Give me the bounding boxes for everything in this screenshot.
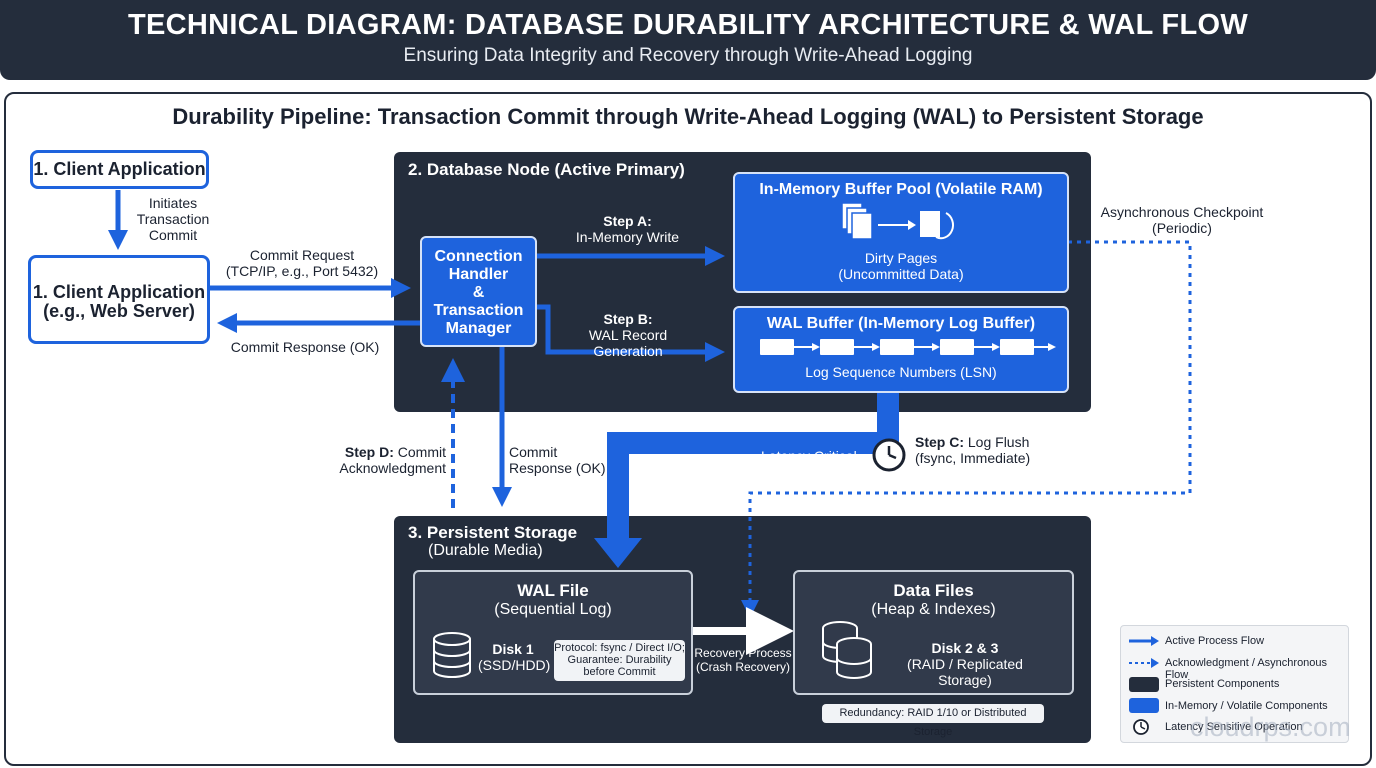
legend-active-flow: Active Process Flow bbox=[1165, 635, 1265, 647]
wal-buffer-box: WAL Buffer (In-Memory Log Buffer) Log Se… bbox=[733, 306, 1069, 393]
diagram-title: TECHNICAL DIAGRAM: DATABASE DURABILITY A… bbox=[127, 9, 1248, 41]
buffer-pool-box: In-Memory Buffer Pool (Volatile RAM) Dir… bbox=[733, 172, 1069, 293]
disk-2-3-label: Disk 2 & 3(RAID / Replicated Storage) bbox=[907, 640, 1023, 688]
async-checkpoint-label: Asynchronous Checkpoint(Periodic) bbox=[1100, 204, 1264, 236]
wal-file-title: WAL File bbox=[517, 581, 589, 600]
watermark: cloudrps.com bbox=[1190, 712, 1351, 742]
data-files-title: Data Files bbox=[893, 581, 974, 600]
legend-latency: Latency Sensitive Operation bbox=[1165, 721, 1303, 733]
lsn-label: Log Sequence Numbers (LSN) bbox=[805, 364, 997, 380]
pipeline-title: Durability Pipeline: Transaction Commit … bbox=[172, 104, 1204, 129]
legend: Active Process Flow Acknowledgment / Asy… bbox=[1120, 625, 1349, 743]
redundancy-note: Redundancy: RAID 1/10 or Distributed Sto… bbox=[822, 704, 1044, 738]
dirty-pages-label: Dirty Pages bbox=[864, 250, 938, 266]
client-top-label: 1. Client Application bbox=[33, 159, 206, 179]
legend-in-memory: In-Memory / Volatile Components bbox=[1165, 700, 1328, 712]
commit-request-label: Commit Request(TCP/IP, e.g., Port 5432) bbox=[225, 247, 379, 279]
wal-protocol-note: Protocol: fsync / Direct I/O;Guarantee: … bbox=[554, 640, 685, 681]
disk-2-3-icon bbox=[822, 621, 872, 679]
wal-records-icon bbox=[760, 339, 1056, 355]
step-b-label: Step B:WAL Record Generation bbox=[588, 311, 668, 359]
disk-1-label: Disk 1(SSD/HDD) bbox=[478, 641, 551, 673]
wal-buffer-title: WAL Buffer (In-Memory Log Buffer) bbox=[766, 315, 1036, 332]
log-flush-arrowhead bbox=[594, 538, 642, 568]
step-c-label: Step C: Log Flush (fsync, Immediate) bbox=[915, 434, 1031, 466]
log-flush-path bbox=[607, 392, 899, 540]
dirty-pages-icon bbox=[841, 202, 954, 240]
async-checkpoint-arrow bbox=[741, 240, 1192, 618]
data-files-subtitle: (Heap & Indexes) bbox=[871, 601, 996, 618]
uncommitted-data-label: (Uncommitted Data) bbox=[838, 266, 964, 282]
buffer-pool-title: In-Memory Buffer Pool (Volatile RAM) bbox=[759, 181, 1043, 198]
client-main-line2: (e.g., Web Server) bbox=[43, 301, 195, 321]
persistent-storage-subtitle: (Durable Media) bbox=[428, 542, 543, 559]
latency-critical-label: Latency Critical bbox=[761, 448, 857, 464]
legend-persistent: Persistent Components bbox=[1165, 678, 1280, 690]
step-b-arrow bbox=[537, 304, 726, 362]
wal-file-subtitle: (Sequential Log) bbox=[494, 601, 612, 618]
client-main-line1: 1. Client Application bbox=[32, 282, 206, 302]
legend-symbols bbox=[1129, 636, 1159, 735]
client-application-main: 1. Client Application (e.g., Web Server) bbox=[28, 255, 210, 344]
step-d-label: Step D: Commit Acknowledgment bbox=[339, 444, 446, 476]
recovery-process-label: Recovery Process(Crash Recovery) bbox=[694, 646, 792, 674]
persistent-storage-title: 3. Persistent Storage bbox=[408, 523, 578, 542]
header-banner: TECHNICAL DIAGRAM: DATABASE DURABILITY A… bbox=[0, 0, 1376, 80]
database-node-title: 2. Database Node (Active Primary) bbox=[408, 160, 685, 179]
legend-ack-flow: Acknowledgment / Asynchronous Flow bbox=[1165, 657, 1328, 681]
diagram-frame bbox=[4, 92, 1372, 766]
clock-icon bbox=[872, 438, 906, 472]
step-a-label: Step A:In-Memory Write bbox=[575, 213, 680, 245]
disk-1-icon bbox=[433, 632, 471, 678]
diagram-subtitle: Ensuring Data Integrity and Recovery thr… bbox=[403, 45, 973, 66]
commit-response-label: Commit Response (OK) bbox=[230, 339, 380, 355]
client-application-top: 1. Client Application bbox=[30, 150, 209, 189]
